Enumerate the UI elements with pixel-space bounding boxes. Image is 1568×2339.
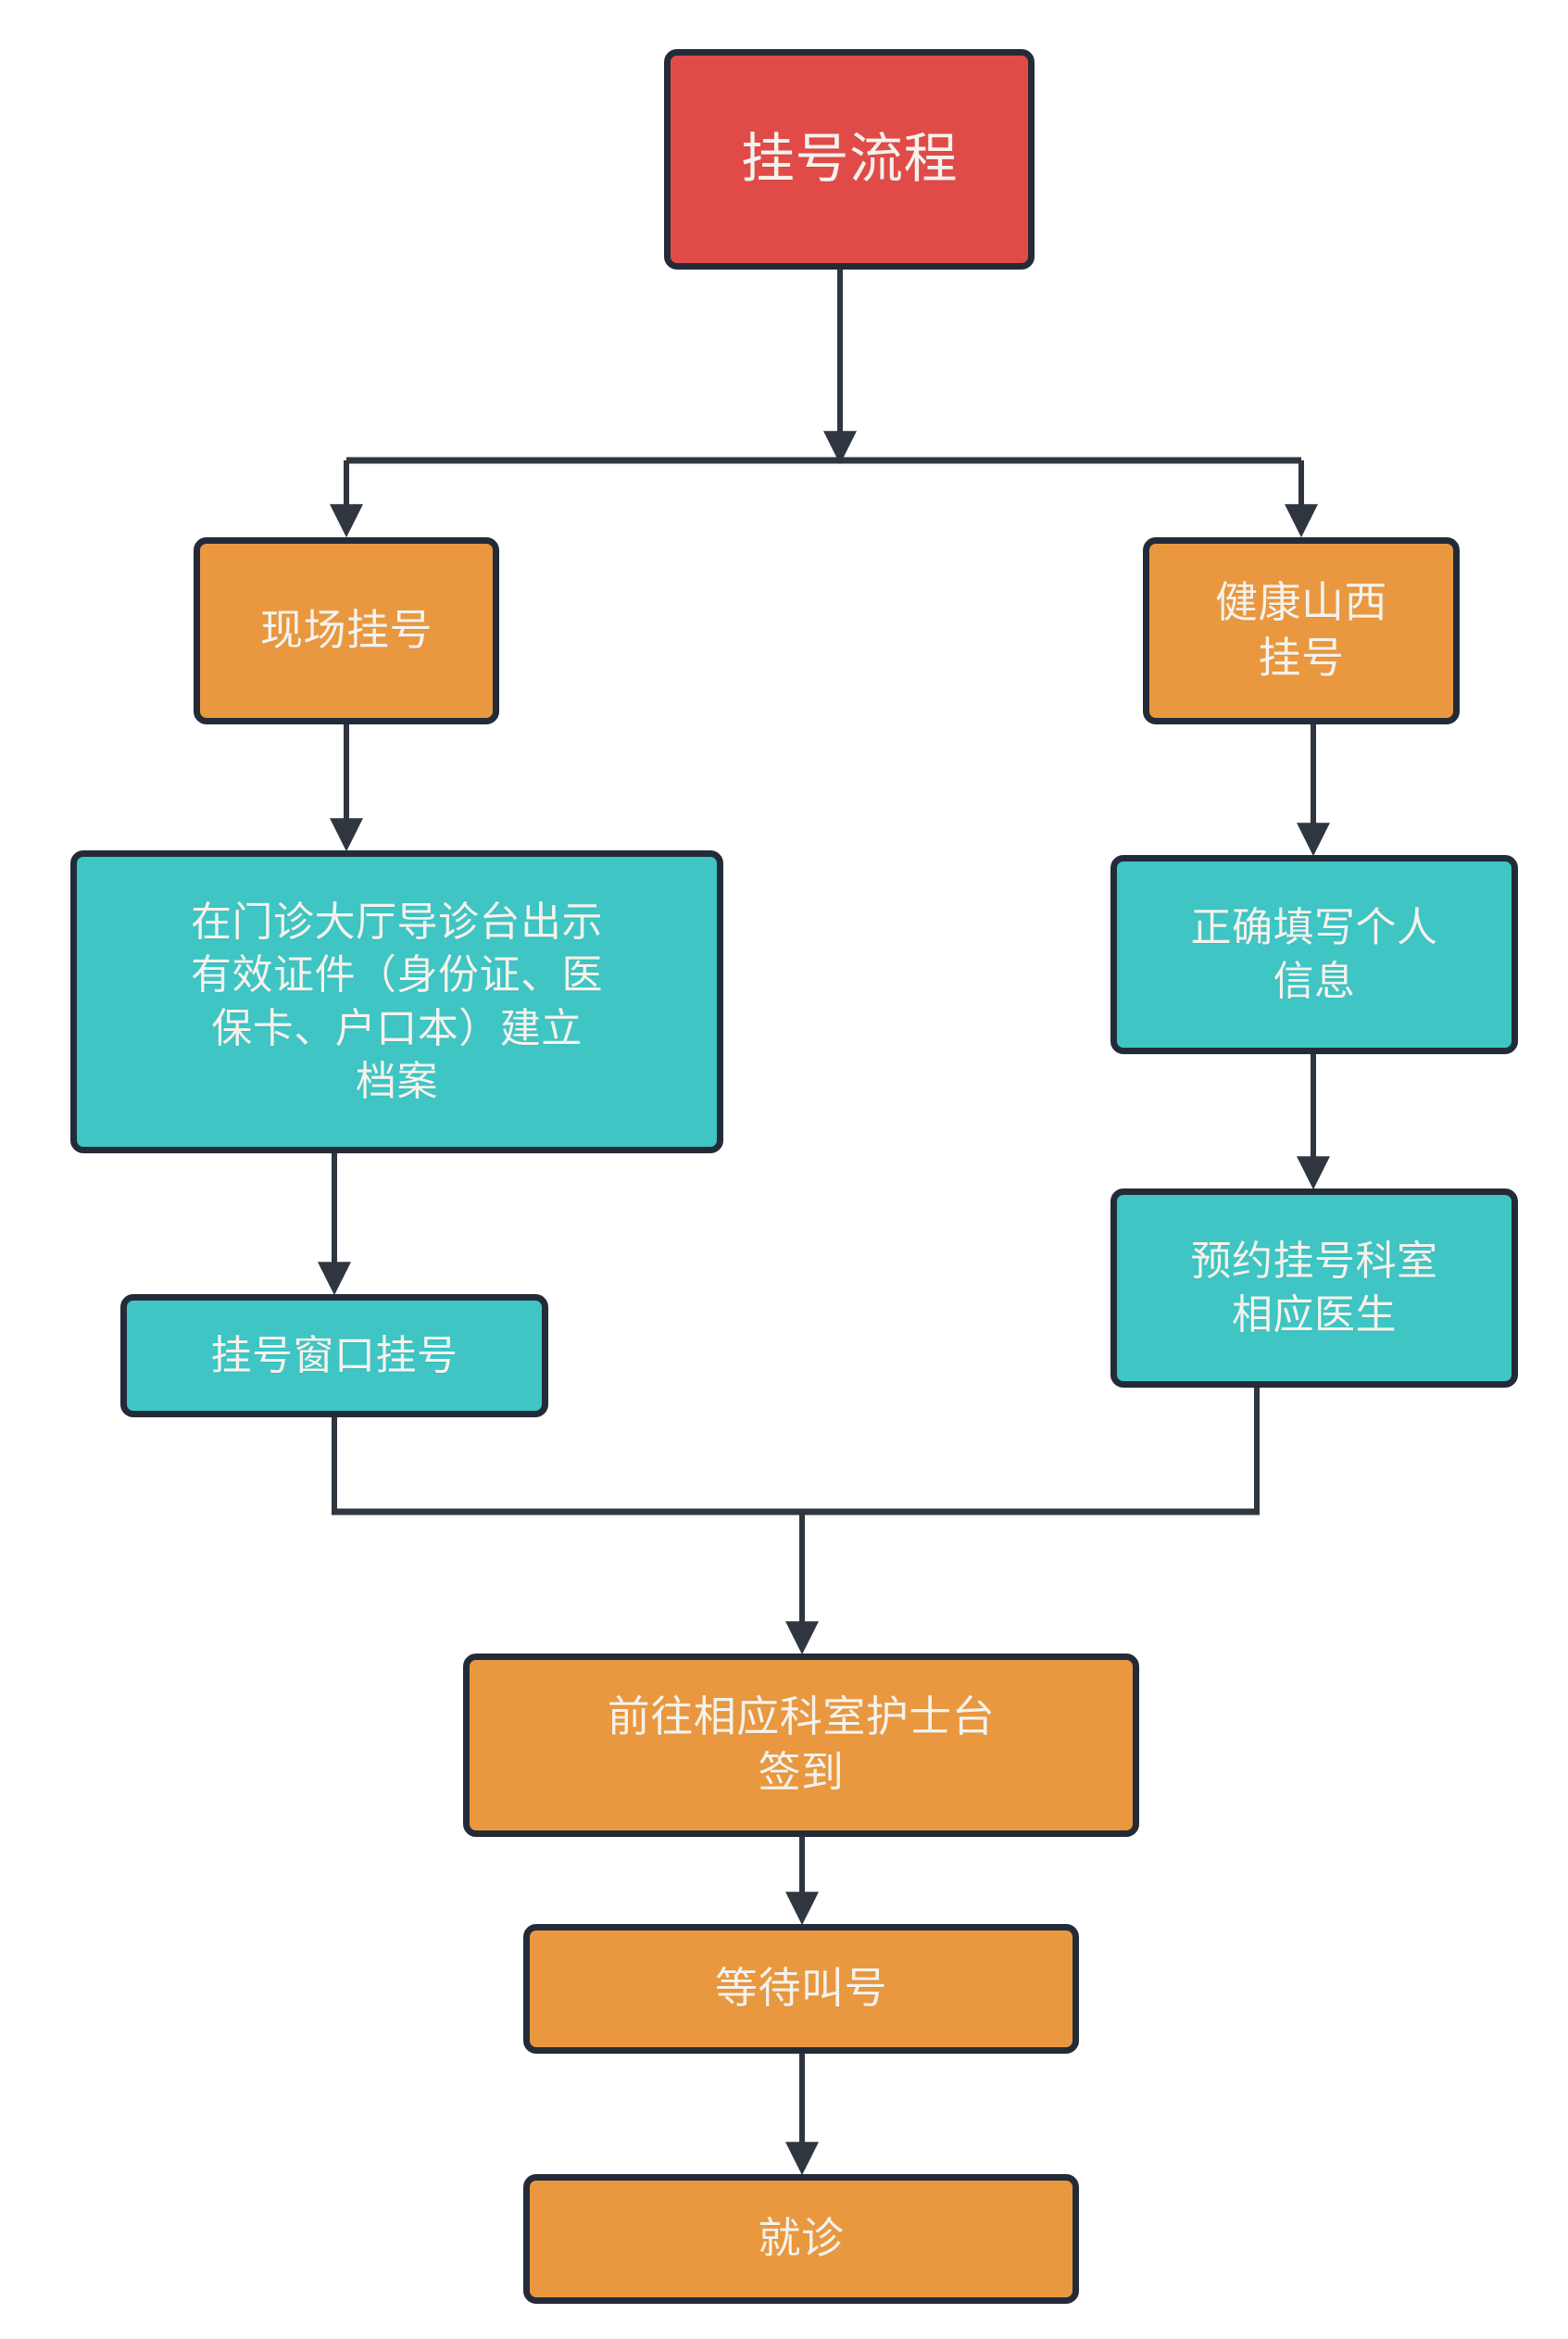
node-nurse-station-checkin[interactable]: 前往相应科室护士台 签到	[463, 1654, 1139, 1837]
node-onsite-registration[interactable]: 现场挂号	[194, 537, 499, 724]
node-consultation[interactable]: 就诊	[523, 2174, 1079, 2304]
node-show-documents[interactable]: 在门诊大厅导诊台出示 有效证件（身份证、医 保卡、户口本）建立 档案	[70, 850, 723, 1153]
node-registration-window[interactable]: 挂号窗口挂号	[120, 1294, 548, 1417]
node-health-shanxi-app[interactable]: 健康山西 挂号	[1143, 537, 1460, 724]
node-wait-for-call[interactable]: 等待叫号	[523, 1924, 1079, 2054]
node-book-department-doctor[interactable]: 预约挂号科室 相应医生	[1110, 1188, 1518, 1388]
node-fill-personal-info[interactable]: 正确填写个人 信息	[1110, 855, 1518, 1054]
node-start[interactable]: 挂号流程	[664, 49, 1035, 270]
